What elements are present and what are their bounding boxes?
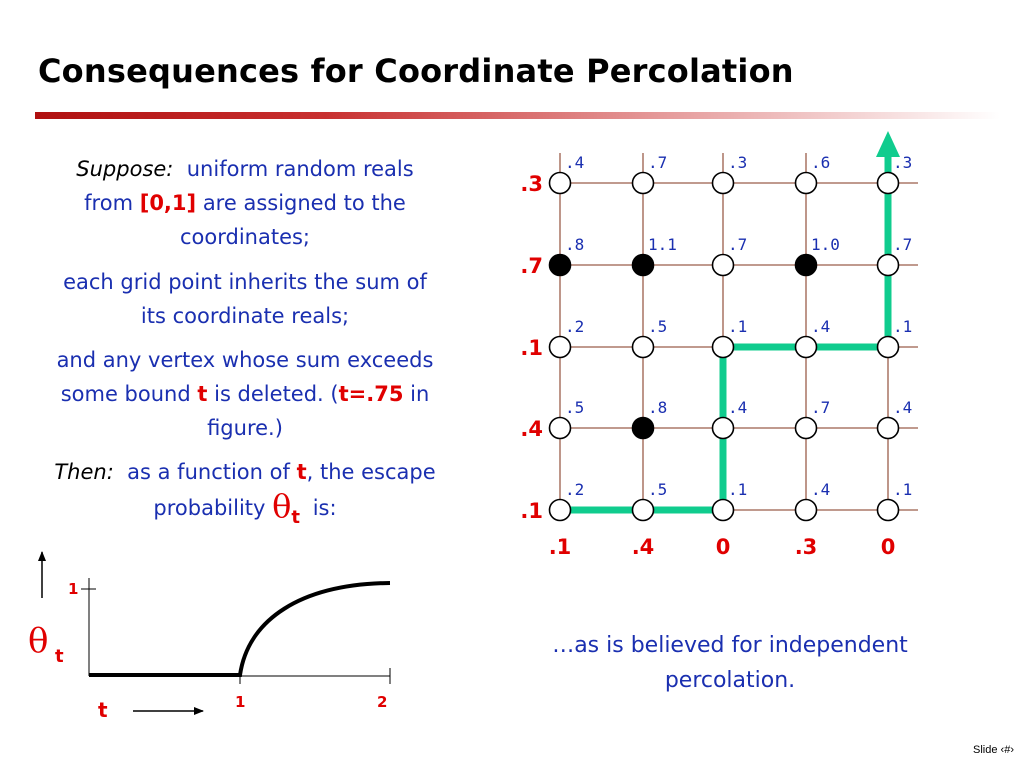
open-vertex xyxy=(548,416,572,440)
vertex-sum-label: .8 xyxy=(565,235,584,254)
open-vertex xyxy=(794,335,818,359)
column-coordinate-value: .4 xyxy=(632,535,655,559)
title-underline xyxy=(35,112,1000,119)
vertex-sum-label: .1 xyxy=(893,480,912,499)
vertex-sum-label: .3 xyxy=(893,153,912,172)
vertex-sum-label: .4 xyxy=(811,317,830,336)
open-vertex xyxy=(876,253,900,277)
open-vertex xyxy=(711,498,735,522)
theta-curve xyxy=(89,581,391,677)
open-vertex xyxy=(711,416,735,440)
open-vertex xyxy=(876,171,900,195)
vertex-sum-label: .1 xyxy=(728,317,747,336)
x-tick-label-2: 2 xyxy=(377,693,387,711)
paragraph-deleted: and any vertex whose sum exceeds some bo… xyxy=(50,343,440,445)
vertex-sum-label: .7 xyxy=(811,398,830,417)
suppose-lead: Suppose: xyxy=(76,157,174,181)
theta-subscript: t xyxy=(291,507,301,528)
vertex-sum-label: .7 xyxy=(728,235,747,254)
x-tick-label-1: 1 xyxy=(235,693,245,711)
vertex-sum-label: .1 xyxy=(728,480,747,499)
row-coordinate-value: .7 xyxy=(520,254,543,278)
open-vertex xyxy=(794,416,818,440)
vertex-sum-label: 1.1 xyxy=(648,235,677,254)
vertex-sum-label: .2 xyxy=(565,480,584,499)
paragraph-suppose: Suppose: uniform random reals from [0,1]… xyxy=(50,152,440,254)
then-text-2: , the escape probability xyxy=(153,460,436,520)
then-text-1: as a function of xyxy=(127,460,290,484)
slide-number: Slide ‹#› xyxy=(973,744,1014,756)
vertex-sum-label: .8 xyxy=(648,398,667,417)
vertex-sum-label: .4 xyxy=(893,398,912,417)
open-vertex xyxy=(794,498,818,522)
theta-symbol: θ xyxy=(272,487,292,525)
vertex-sum-label: .1 xyxy=(893,317,912,336)
open-vertex xyxy=(711,253,735,277)
then-text-3: is: xyxy=(312,496,337,520)
open-vertex xyxy=(876,335,900,359)
open-vertex xyxy=(548,335,572,359)
y-tick-label: 1 xyxy=(68,580,78,598)
vertex-sum-label: .2 xyxy=(565,317,584,336)
open-vertex xyxy=(711,171,735,195)
threshold-value: t=.75 xyxy=(338,382,404,406)
deleted-vertex xyxy=(548,253,572,277)
column-coordinate-value: .3 xyxy=(795,535,818,559)
column-coordinate-value: 0 xyxy=(881,535,896,559)
row-coordinate-value: .1 xyxy=(520,499,543,523)
vertex-sum-label: .4 xyxy=(728,398,747,417)
deleted-text-2: is deleted. ( xyxy=(214,382,339,406)
open-vertex xyxy=(548,171,572,195)
escape-arrow-head xyxy=(876,131,900,157)
row-coordinate-value: .3 xyxy=(520,172,543,196)
suppose-text-1: uniform random reals from xyxy=(84,157,414,215)
vertex-sum-label: .3 xyxy=(728,153,747,172)
bound-t: t xyxy=(197,382,208,406)
vertex-sum-label: .7 xyxy=(648,153,667,172)
open-vertex xyxy=(631,171,655,195)
column-coordinate-value: .1 xyxy=(549,535,572,559)
vertex-sum-label: .7 xyxy=(893,235,912,254)
vertex-sum-label: .4 xyxy=(811,480,830,499)
interval-highlight: [0,1] xyxy=(139,191,197,215)
deleted-vertex xyxy=(631,253,655,277)
vertex-sum-label: .5 xyxy=(648,480,667,499)
deleted-vertex xyxy=(794,253,818,277)
then-t: t xyxy=(296,460,307,484)
paragraph-inherit: each grid point inherits the sum of its … xyxy=(50,265,440,333)
row-coordinate-value: .4 xyxy=(520,417,543,441)
open-vertex xyxy=(794,171,818,195)
vertex-sum-label: 1.0 xyxy=(811,235,840,254)
open-vertex xyxy=(631,498,655,522)
deleted-text-3: in figure.) xyxy=(207,382,430,440)
inherit-text: each grid point inherits the sum of its … xyxy=(63,270,427,328)
graph-theta-label: θ xyxy=(28,621,48,661)
open-vertex xyxy=(711,335,735,359)
vertex-sum-label: .6 xyxy=(811,153,830,172)
vertex-sum-label: .4 xyxy=(565,153,584,172)
then-lead: Then: xyxy=(54,460,114,484)
deleted-vertex xyxy=(631,416,655,440)
open-vertex xyxy=(876,416,900,440)
open-vertex xyxy=(876,498,900,522)
row-coordinate-value: .1 xyxy=(520,336,543,360)
graph-theta-subscript: t xyxy=(55,646,64,667)
open-vertex xyxy=(631,335,655,359)
open-vertex xyxy=(548,498,572,522)
paragraph-then: Then: as a function of t, the escape pro… xyxy=(50,455,440,535)
suppose-text-2: are assigned to the coordinates; xyxy=(179,191,406,249)
deleted-text-1: and any vertex whose sum exceeds some bo… xyxy=(56,348,434,406)
column-coordinate-value: 0 xyxy=(716,535,731,559)
graph-x-label: t xyxy=(98,698,108,722)
vertex-sum-label: .5 xyxy=(565,398,584,417)
independent-percolation-note: …as is believed for independent percolat… xyxy=(552,633,908,693)
vertex-sum-label: .5 xyxy=(648,317,667,336)
slide-title: Consequences for Coordinate Percolation xyxy=(38,52,794,90)
